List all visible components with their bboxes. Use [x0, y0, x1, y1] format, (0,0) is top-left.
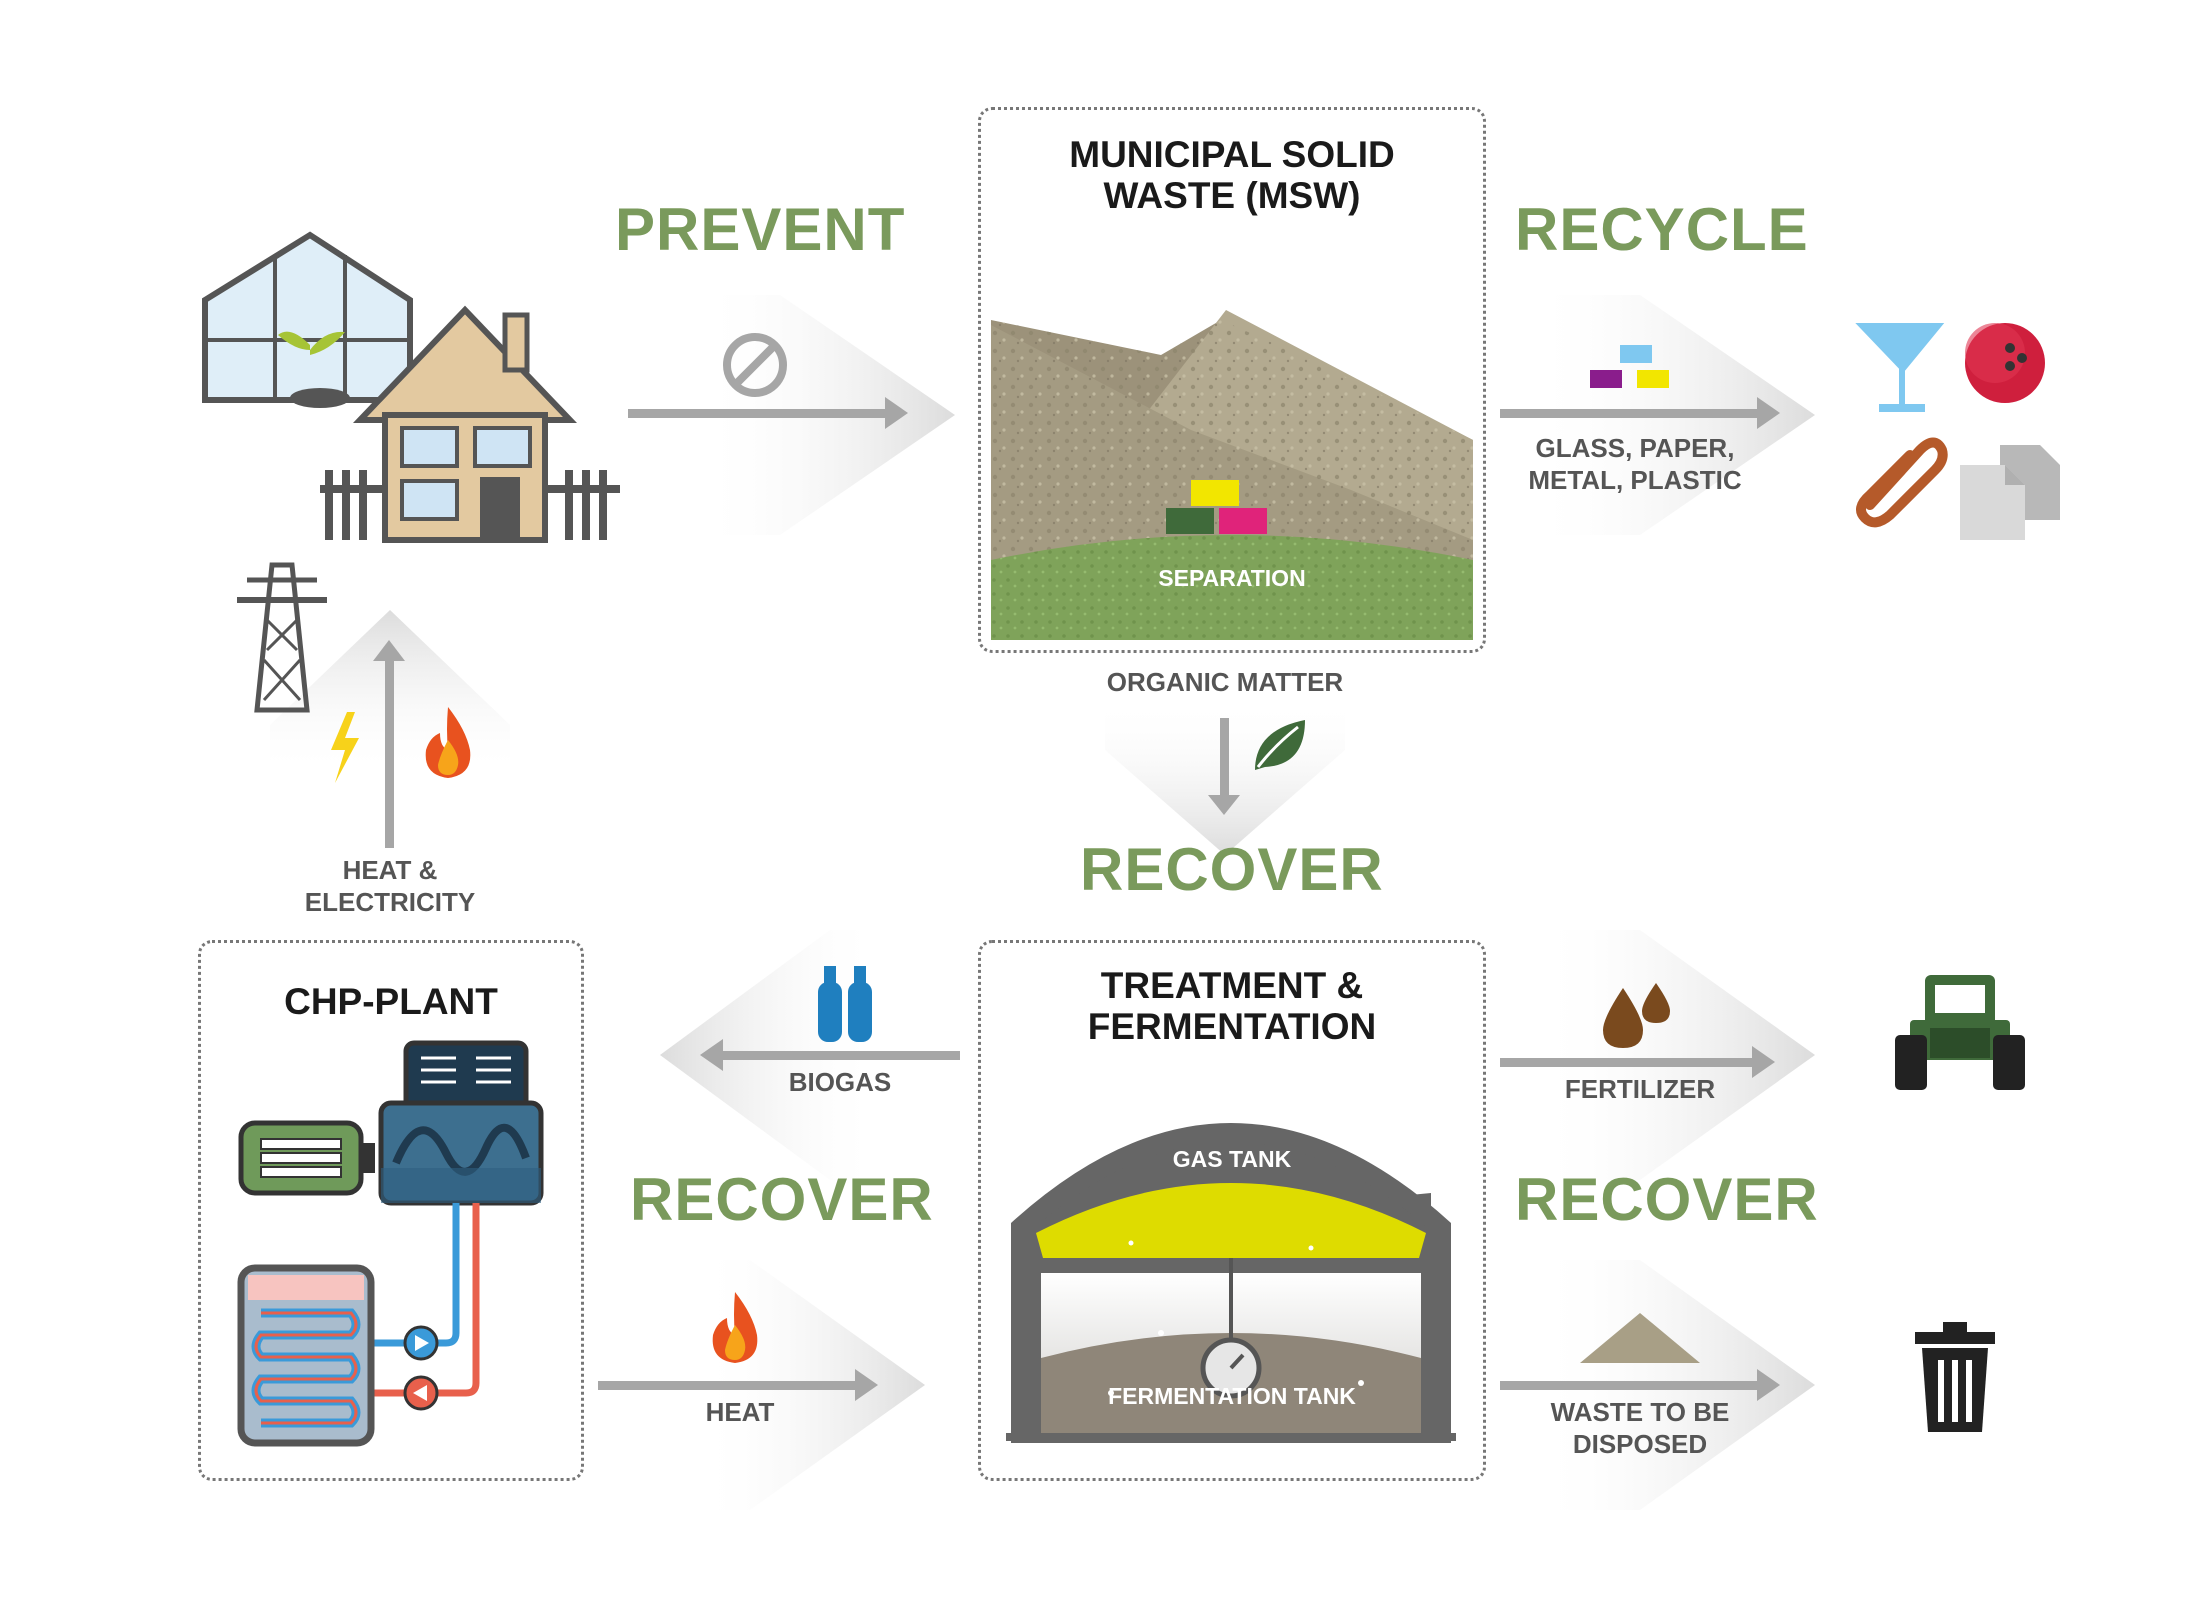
stage-recover-right: RECOVER: [1515, 1166, 1819, 1233]
chp-title: CHP-PLANT: [284, 981, 498, 1022]
msw-box: MUNICIPAL SOLID WASTE (MSW): [978, 107, 1486, 653]
label-fertilizer: FERTILIZER: [1564, 1074, 1716, 1104]
flame-icon: [425, 707, 471, 778]
stage-recover-center: RECOVER: [1080, 836, 1384, 903]
label-organic: ORGANIC MATTER: [1106, 667, 1344, 697]
greenhouse-icon: [202, 231, 413, 408]
chp-box: CHP-PLANT: [198, 940, 584, 1481]
trash-can-icon: [1915, 1322, 1995, 1432]
generator-icon: [238, 1120, 375, 1196]
waste-mounds-icon: [991, 310, 1473, 640]
bowling-ball-icon: [1965, 323, 2045, 403]
label-biogas: BIOGAS: [788, 1067, 892, 1097]
label-waste-line2: DISPOSED: [1572, 1429, 1708, 1459]
msw-title: MUNICIPAL SOLID WASTE (MSW): [981, 134, 1483, 216]
label-heat-electricity-line1: HEAT &: [342, 855, 438, 885]
stage-recycle: RECYCLE: [1515, 196, 1809, 263]
stage-recover-left: RECOVER: [630, 1166, 934, 1233]
msw-title-line2: WASTE (MSW): [1103, 175, 1361, 216]
label-waste-disposed: WASTE TO BE DISPOSED: [1510, 1396, 1770, 1460]
engine-icon: [378, 1040, 544, 1206]
label-recyclables-line1: GLASS, PAPER,: [1535, 433, 1735, 463]
stage-prevent: PREVENT: [615, 196, 906, 263]
power-pylon-icon: [237, 562, 327, 713]
fermentation-tank-label: FERMENTATION TANK: [1108, 1383, 1356, 1409]
chp-machinery: [237, 1040, 544, 1447]
house-icon: [320, 305, 620, 543]
msw-title-line1: MUNICIPAL SOLID: [1069, 134, 1395, 175]
label-heat: HEAT: [705, 1397, 775, 1427]
treatment-box: TREATMENT & FERMENTATION: [978, 940, 1486, 1481]
glass-icon: [1855, 323, 1945, 412]
drops-icon: [1603, 983, 1670, 1048]
treatment-title-line2: FERMENTATION: [1087, 1006, 1377, 1047]
label-heat-electricity-line2: ELECTRICITY: [304, 887, 476, 917]
treatment-title: TREATMENT & FERMENTATION: [981, 965, 1483, 1047]
flame-icon-heat: [712, 1292, 758, 1363]
prevent-icon: [723, 333, 787, 397]
treatment-title-line1: TREATMENT &: [1100, 965, 1364, 1006]
separation-label: SEPARATION: [1158, 565, 1306, 591]
label-recyclables-line2: METAL, PLASTIC: [1528, 465, 1742, 495]
digester-icon: [1006, 1123, 1456, 1443]
lightning-icon: [331, 712, 359, 783]
sand-pile-icon: [1580, 1313, 1700, 1363]
gas-cylinder-icon: [818, 966, 872, 1042]
tractor-icon: [1895, 975, 2025, 1090]
gas-tank-label: GAS TANK: [1172, 1146, 1292, 1172]
recyclable-bars-icon: [1590, 345, 1669, 388]
paper-icon: [1960, 445, 2060, 540]
label-recyclables: GLASS, PAPER, METAL, PLASTIC: [1500, 432, 1770, 496]
label-waste-line1: WASTE TO BE: [1550, 1397, 1730, 1427]
heat-exchanger-icon: [237, 1264, 375, 1447]
leaf-icon: [1255, 720, 1305, 770]
label-heat-electricity: HEAT & ELECTRICITY: [260, 854, 520, 918]
paperclip-icon: [1856, 437, 1948, 528]
